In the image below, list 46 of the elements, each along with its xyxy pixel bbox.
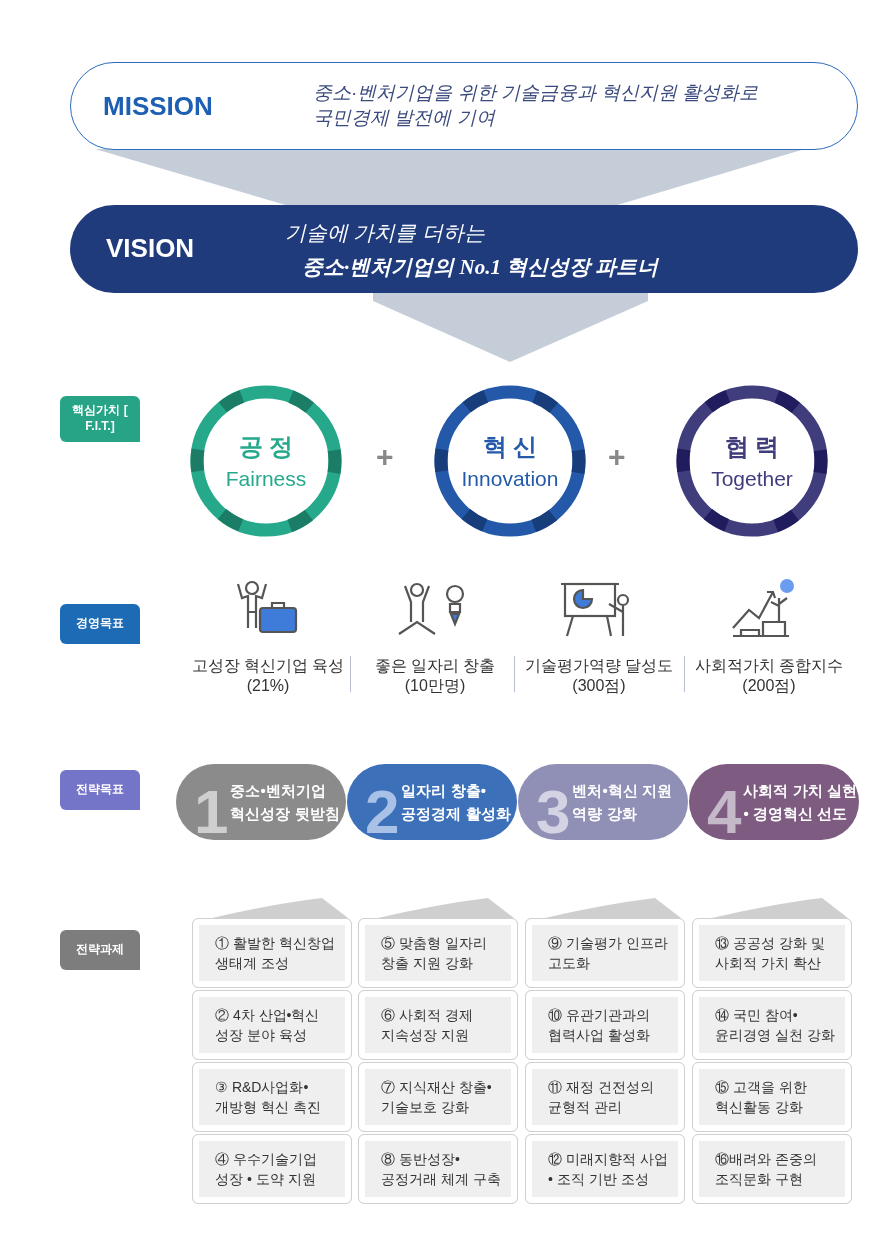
strategy-text: 중소•벤처기업 혁신성장 뒷받침: [230, 780, 341, 824]
section-tag: 전략과제: [60, 930, 140, 970]
value-title: 공 정: [238, 432, 294, 462]
value-title: 혁 신: [482, 432, 538, 462]
goal-label: 기술평가역량 달성도 (300점): [516, 656, 682, 700]
plus-sign: +: [376, 440, 394, 474]
mission-heading: MISSION: [103, 90, 214, 122]
step-number: 2: [365, 775, 400, 840]
strategy-text: 일자리 창출• 공정경제 활성화: [401, 780, 512, 824]
task-card: ② 4차 산업•혁신 성장 분야 육성: [192, 990, 352, 1060]
goal-label: 고성장 혁신기업 육성 (21%): [185, 656, 351, 700]
vision-statement: 중소·벤처기업의 No.1 혁신성장 파트너: [302, 254, 659, 281]
block-arrow: [373, 292, 648, 362]
plus-sign: +: [608, 440, 626, 474]
section-tag: 경영목표: [60, 604, 140, 644]
vision-heading: VISION: [106, 233, 195, 264]
task-card: ⑩ 유관기관과의 협력사업 활성화: [525, 990, 685, 1060]
mission-statement: 중소·벤처기업을 위한 기술금융과 혁신지원 활성화로 국민경제 발전에 기여: [313, 81, 760, 130]
task-card: ⑦ 지식재산 창출• 기술보호 강화: [358, 1062, 518, 1132]
task-card: ⑧ 동반성장•공정거래 체계 구축: [358, 1134, 518, 1204]
task-card: ⑮ 고객을 위한 혁신활동 강화: [692, 1062, 852, 1132]
task-card: ④ 우수기술기업 성장 • 도약 지원: [192, 1134, 352, 1204]
vision-subtitle: 기술에 가치를 더하는: [285, 220, 485, 247]
value-subtitle: Together: [711, 467, 793, 491]
task-card: ⑫ 미래지향적 사업• 조직 기반 조성: [525, 1134, 685, 1204]
section-tag: 전략목표: [60, 770, 140, 810]
task-card: ⑯배려와 존중의 조직문화 구현: [692, 1134, 852, 1204]
step-number: 3: [536, 775, 571, 840]
value-subtitle: Innovation: [461, 467, 559, 491]
task-card: ⑤ 맞춤형 일자리 창출 지원 강화: [358, 918, 518, 988]
strategy-text: 사회적 가치 실현 • 경영혁신 선도: [743, 780, 858, 824]
task-card: ⑪ 재정 건전성의 균형적 관리: [525, 1062, 685, 1132]
task-card: ⑨ 기술평가 인프라 고도화: [525, 918, 685, 988]
task-card: ③ R&D사업화• 개방형 혁신 촉진: [192, 1062, 352, 1132]
value-title: 협 력: [724, 432, 780, 462]
strategy-text: 벤처•혁신 지원 역량 강화: [572, 780, 673, 824]
task-card: ⑥ 사회적 경제 지속성장 지원: [358, 990, 518, 1060]
goal-label: 좋은 일자리 창출 (10만명): [352, 656, 518, 700]
step-number: 1: [194, 775, 229, 840]
task-card: ⑭ 국민 참여• 윤리경영 실천 강화: [692, 990, 852, 1060]
goal-label: 사회적가치 종합지수 (200점): [686, 656, 852, 700]
value-subtitle: Fairness: [225, 467, 307, 491]
task-card: ① 활발한 혁신창업 생태계 조성: [192, 918, 352, 988]
step-number: 4: [707, 775, 742, 840]
section-tag: 핵심가치 [ F.I.T.]: [60, 396, 140, 442]
task-card: ⑬ 공공성 강화 및 사회적 가치 확산: [692, 918, 852, 988]
